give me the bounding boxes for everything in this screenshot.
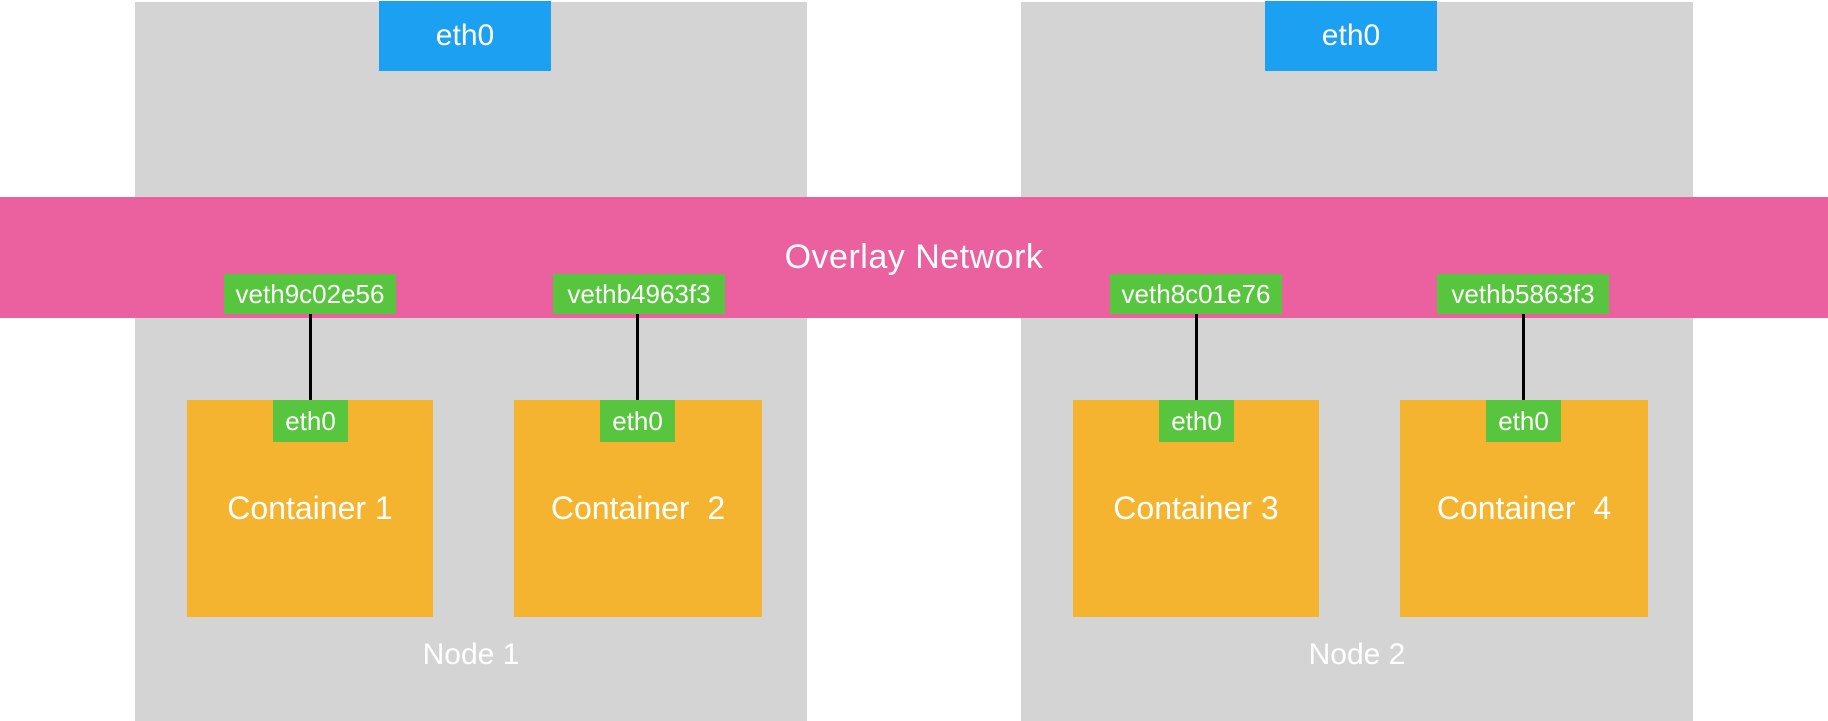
container3-eth0-label: eth0 — [1171, 405, 1222, 436]
veth-endpoint-container4: vethb5863f3 — [1437, 274, 1609, 314]
veth-endpoint-container3: veth8c01e76 — [1110, 274, 1282, 314]
node2-eth0-label: eth0 — [1321, 19, 1381, 52]
container2-eth0-interface: eth0 — [600, 400, 675, 442]
veth-label-container2: vethb4963f3 — [567, 278, 711, 309]
connector-line-container3 — [1195, 314, 1198, 400]
container4-label: Container 4 — [1436, 490, 1612, 526]
container3-eth0-interface: eth0 — [1159, 400, 1234, 442]
overlay-network-label: Overlay Network — [784, 238, 1044, 276]
container2-eth0-label: eth0 — [612, 405, 663, 436]
node2-eth0-interface: eth0 — [1265, 1, 1437, 71]
container4-eth0-label: eth0 — [1498, 405, 1549, 436]
veth-label-container1: veth9c02e56 — [235, 278, 385, 309]
connector-line-container1 — [309, 314, 312, 400]
container1-eth0-label: eth0 — [285, 405, 336, 436]
node2-caption: Node 2 — [1308, 638, 1406, 671]
veth-endpoint-container2: vethb4963f3 — [553, 274, 725, 314]
container4-eth0-interface: eth0 — [1486, 400, 1561, 442]
connector-line-container4 — [1522, 314, 1525, 400]
container1-eth0-interface: eth0 — [273, 400, 348, 442]
node1-caption: Node 1 — [422, 638, 520, 671]
node1-eth0-interface: eth0 — [379, 1, 551, 71]
container1-label: Container 1 — [227, 490, 393, 526]
veth-label-container4: vethb5863f3 — [1451, 278, 1595, 309]
veth-label-container3: veth8c01e76 — [1121, 278, 1271, 309]
connector-line-container2 — [636, 314, 639, 400]
container2-label: Container 2 — [550, 490, 726, 526]
veth-endpoint-container1: veth9c02e56 — [224, 274, 396, 314]
container3-label: Container 3 — [1113, 490, 1279, 526]
node1-eth0-label: eth0 — [435, 19, 495, 52]
